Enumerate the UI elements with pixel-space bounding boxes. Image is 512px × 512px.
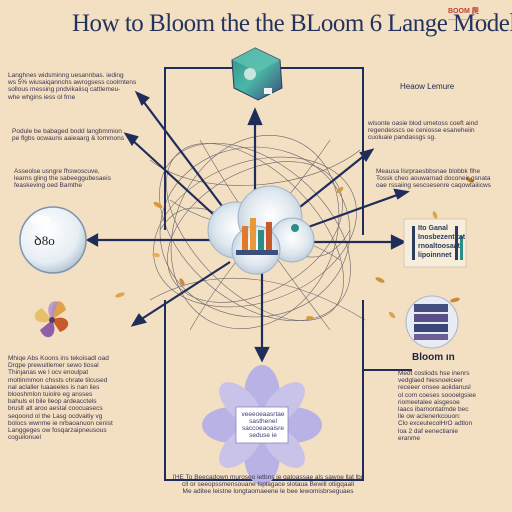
bubble-text: ꝺ8o <box>34 233 55 248</box>
vocab-card-text: Ito Ganal Inosbezent tat rnoaltoosaat li… <box>418 224 465 260</box>
top-gem-icon <box>231 47 283 101</box>
line: laacs ibamontatmde bec <box>398 406 469 414</box>
pinwheel-flower-icon <box>34 301 69 338</box>
lower-right-text-block: Medt cosliods hse inenrs vedglaed hiesno… <box>398 370 508 442</box>
right-text-block-1: wisonte oasie blod umetoss coeft aind re… <box>368 120 508 142</box>
bottom-text-block: [HE To Beecadown muroseo ietbns ie gatoa… <box>168 474 368 496</box>
book-stack-icon <box>405 295 459 349</box>
line: loa 2 daf eenectianie <box>398 427 458 435</box>
brand-subtitle: ———————— <box>448 17 488 23</box>
line: moltinmmon chssts chrate tilcused <box>8 376 108 384</box>
arrows <box>85 90 410 363</box>
line: Me aditee leistne longtaomaeene le bee l… <box>182 488 354 496</box>
line: Meausa lisrpraesbbsnae blobbk flhe <box>376 168 481 175</box>
line: sollous messing pndvikaiisq cattlemeu- <box>8 86 121 94</box>
line: regendesscs oe ceniosse esaneheiin <box>368 127 475 135</box>
line: blooshmlon tuiolre eg ansses <box>8 391 93 399</box>
bottom-flower-panel <box>202 365 322 485</box>
bloom-label: Bloom ın <box>412 352 455 363</box>
flower-panel-text: veeeoeaasrtae sasthenel saccoeaoaisre se… <box>237 411 289 439</box>
line: [HE To Beecadown muroseo ietbns ie gatoa… <box>173 474 363 481</box>
line: Clo exceutecolHrO adtlon <box>398 420 473 428</box>
line: bolocs wwnme ie nrbaoanuon cenist <box>8 419 113 427</box>
brand-name: BOOM 爬 <box>448 8 479 15</box>
line: Mhiqe Abs Koons ins tekoisadl oad <box>8 355 109 362</box>
line: oae rssaiing sescsesenre caqowtaiiicws <box>376 182 491 190</box>
line: seduse ie <box>249 432 277 439</box>
line: saccoeaoaisre <box>242 425 284 432</box>
line: Thinjanas we l ocv enoulpat <box>8 369 89 377</box>
left-bubble-icon <box>19 206 87 274</box>
leaves <box>115 177 474 321</box>
line: veeeoeaasrtae <box>241 411 285 418</box>
line: pe flgbs ocwauns aaieaarg & tommons <box>12 135 125 143</box>
line: eranme <box>398 434 421 442</box>
line: ws 5% wiusaiqannchs awrogsess coolrntens <box>8 79 137 87</box>
left-text-block-1: Langhnes widsminng uesannbas. ieding ws … <box>8 72 153 101</box>
brand-logo: BOOM 爬 ———————— <box>448 8 504 24</box>
line: whe whgins iess ol frne <box>8 93 76 101</box>
line: ol com coeses soooelgsiee <box>398 391 477 399</box>
left-text-block-3: Asseolse usngre fhswoscuve, learns gling… <box>14 168 154 190</box>
line: Medt cosliods hse inenrs <box>398 370 470 377</box>
line: receeer onsee aoiidanusl <box>398 384 471 392</box>
line: Inosbezent tat <box>418 234 466 241</box>
right-heading: Heaow Lemure <box>400 82 455 91</box>
line: Drqpe prewuitlemer sewo tiosal <box>8 362 99 370</box>
line: rnoaltoosaat <box>418 243 461 250</box>
line: lle ow aclenerkcouon: <box>398 413 461 421</box>
line: wisonte oasie blod umetoss coeft aind <box>368 120 478 127</box>
line: Langgeges ow fosqarzaipneusous <box>8 427 107 435</box>
page-title: How to Bloom the the BLoom 6 Lange Model… <box>72 10 512 37</box>
line: riomeetalee aisgesoe <box>398 398 460 406</box>
line: coguilonuel <box>8 434 41 442</box>
line: Tossk cheo aouwarnad doconeir gsnata <box>376 175 491 183</box>
line: lipoinnnet <box>418 252 452 259</box>
line: feaskeving oed Bamthe <box>14 182 82 190</box>
line: bahuls el bile lleop ardeacctels <box>8 398 97 406</box>
central-cloud-icon <box>207 185 315 275</box>
lower-left-text-block: Mhiqe Abs Koons ins tekoisadl oad Drqpe … <box>8 355 158 441</box>
line: vedglaed hiesnoelceer <box>398 377 464 385</box>
vocab-card-panel <box>403 218 467 268</box>
line: cll or seeopssmensouane lsplagace slotau… <box>182 481 354 489</box>
line: learns gling the sabeeggubesaeis <box>14 175 111 183</box>
line: cuoluaie pandassgs sg. <box>368 134 436 142</box>
line: Ito Ganal <box>418 225 448 232</box>
line: sasthenel <box>249 418 277 425</box>
line: seqoond ol the Lasg ocdvaitiy vg <box>8 412 103 420</box>
left-text-block-2: Podule be babaged bodd langbmmion pe flg… <box>12 128 152 142</box>
line: Podule be babaged bodd langbmmion <box>12 128 122 135</box>
line: Langhnes widsminng uesannbas. ieding <box>8 72 124 79</box>
line: Asseolse usngre fhswoscuve, <box>14 168 100 175</box>
right-text-block-2: Meausa lisrpraesbbsnae blobbk flhe Tossk… <box>376 168 508 190</box>
line: bruslt alt aroo aestal coocuasecs <box>8 405 103 413</box>
line: nal aclaller luaaeeles is nan lies <box>8 383 100 391</box>
